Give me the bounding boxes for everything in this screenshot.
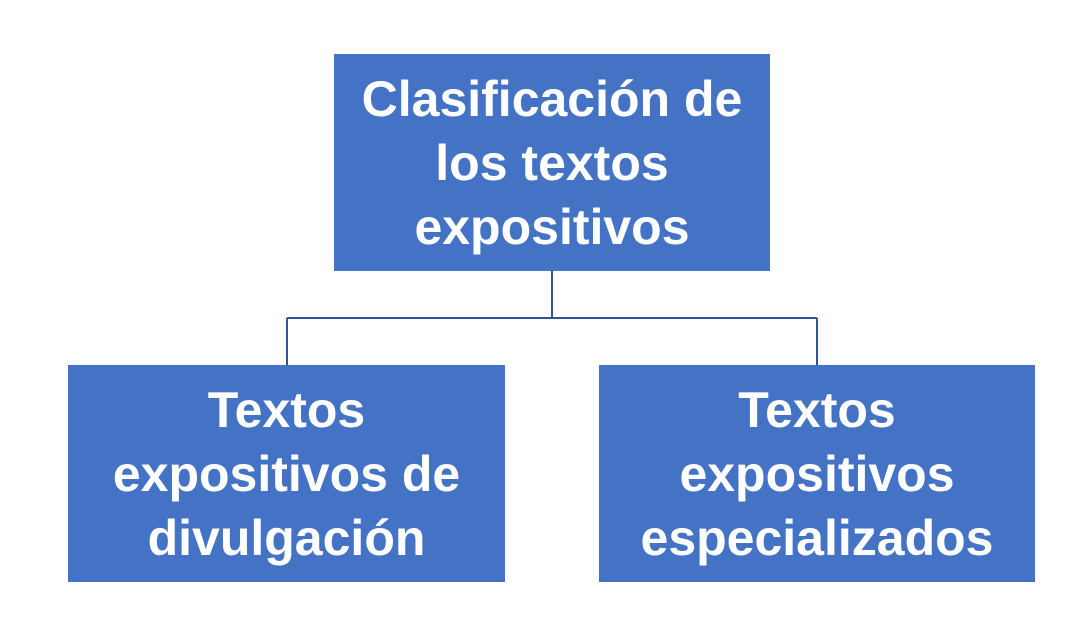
child-node-label: Textos expositivos especializados bbox=[640, 381, 994, 566]
root-node[interactable]: Clasificación de los textos expositivos bbox=[334, 54, 770, 271]
child-node-especializados[interactable]: Textos expositivos especializados bbox=[599, 365, 1035, 582]
child-node-divulgacion[interactable]: Textos expositivos de divulgación bbox=[68, 365, 505, 582]
root-node-label: Clasificación de los textos expositivos bbox=[361, 70, 743, 255]
child-node-label: Textos expositivos de divulgación bbox=[112, 381, 461, 566]
